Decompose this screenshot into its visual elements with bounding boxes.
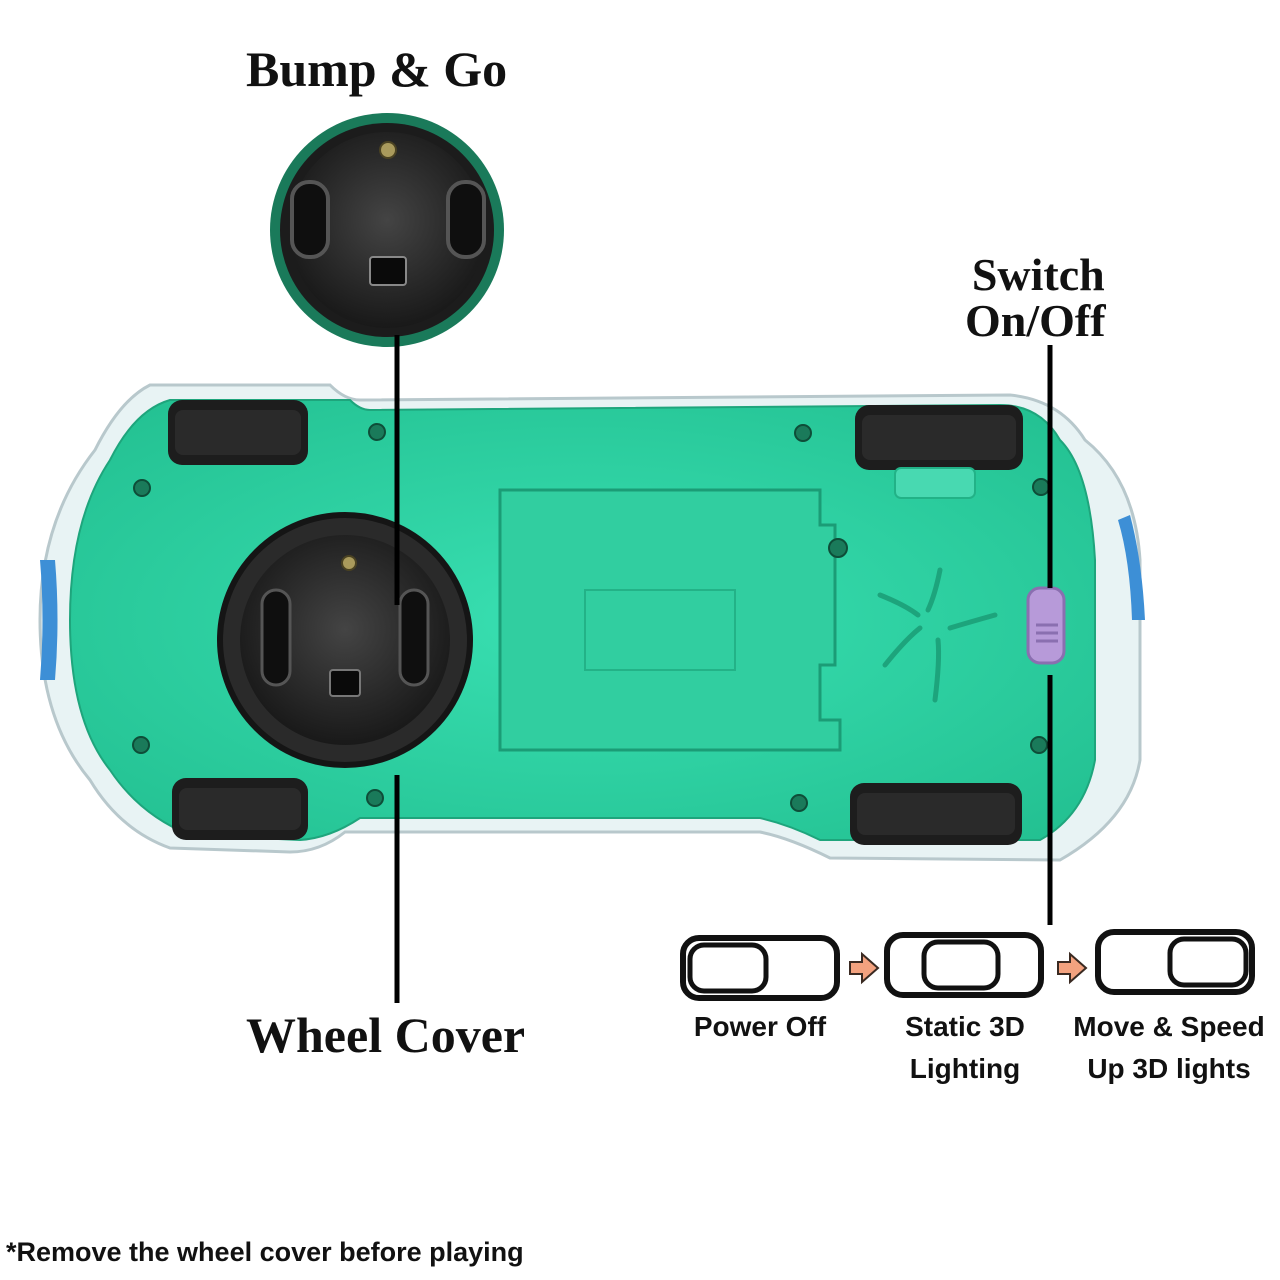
mode-label-line2: Up 3D lights [1087, 1052, 1251, 1084]
toggle-switch-icon [1026, 586, 1066, 665]
speaker-icon [877, 567, 998, 703]
mode-label-move-speed: Move & Speed Up 3D lights [1058, 1010, 1280, 1085]
mode-label-line1: Power Off [693, 1011, 827, 1042]
battery-cover [498, 488, 842, 752]
mode-label-line1: Static 3D [905, 1011, 1025, 1042]
footnote: *Remove the wheel cover before playing [6, 1237, 524, 1267]
switch-label-line2: On/Off [965, 295, 1106, 346]
wheel-cover-label: Wheel Cover [246, 1007, 526, 1063]
mode-label-line1: Move & Speed [1073, 1011, 1265, 1042]
battery-label-area [584, 589, 736, 671]
arrow-right-icon [849, 951, 880, 985]
bump-go-hub-on-car [217, 512, 473, 768]
arrow-right-icon [1057, 951, 1088, 985]
toggle-switch-icon [884, 932, 1044, 998]
mode-label-power-off: Power Off [680, 1010, 840, 1044]
screw-icon [341, 555, 357, 571]
switch-label: Switch On/Off [965, 252, 1106, 344]
mode-label-static: Static 3D Lighting [885, 1010, 1045, 1085]
screw-icon [132, 423, 1050, 812]
toggle-switch-icon [680, 935, 840, 1001]
bump-go-closeup [270, 113, 504, 347]
bump-go-label: Bump & Go [246, 41, 508, 97]
mode-label-line2: Lighting [909, 1052, 1021, 1084]
screw-icon [379, 141, 397, 159]
toggle-switch-icon [1095, 929, 1255, 995]
switch-label-line1: Switch [971, 249, 1105, 300]
car-wheels [168, 400, 1023, 845]
shell-blue-accent-left [40, 560, 58, 680]
shell-blue-accent-right [1118, 515, 1145, 620]
